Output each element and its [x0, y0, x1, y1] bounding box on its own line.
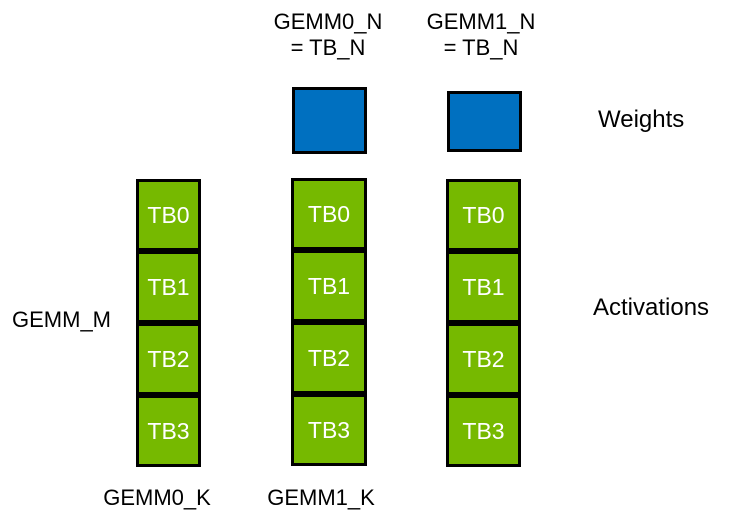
gemm1-n-header-line1: GEMM1_N [426, 9, 536, 34]
gemm0-n-header: GEMM0_N = TB_N [238, 9, 418, 61]
activations-label: Activations [593, 294, 710, 321]
tb-cell: TB3 [446, 395, 521, 467]
tb-cell: TB1 [136, 251, 201, 323]
activation-column-2: TB0 TB1 TB2 TB3 [446, 179, 521, 467]
tb-cell: TB2 [136, 323, 201, 395]
tb-cell: TB3 [291, 394, 367, 466]
gemm0-n-header-line1: GEMM0_N [273, 9, 383, 34]
tb-cell: TB3 [136, 395, 201, 467]
weights-box-gemm1 [447, 91, 522, 152]
tb-cell: TB0 [446, 179, 521, 251]
gemm1-n-header: GEMM1_N = TB_N [391, 9, 571, 61]
tb-cell: TB2 [446, 323, 521, 395]
weights-box-gemm0 [292, 87, 367, 154]
gemm1-k-label: GEMM1_K [267, 485, 375, 510]
tb-cell: TB0 [291, 178, 367, 250]
tb-cell: TB1 [291, 250, 367, 322]
tb-cell: TB2 [291, 322, 367, 394]
activation-column-0: TB0 TB1 TB2 TB3 [136, 179, 201, 467]
tb-cell: TB0 [136, 179, 201, 251]
weights-label: Weights [598, 106, 685, 133]
gemm0-n-header-line2: = TB_N [290, 35, 366, 60]
activation-column-1: TB0 TB1 TB2 TB3 [291, 178, 367, 466]
gemm0-k-label: GEMM0_K [103, 485, 211, 510]
gemm-m-label: GEMM_M [12, 307, 111, 332]
gemm1-n-header-line2: = TB_N [443, 35, 519, 60]
tb-cell: TB1 [446, 251, 521, 323]
